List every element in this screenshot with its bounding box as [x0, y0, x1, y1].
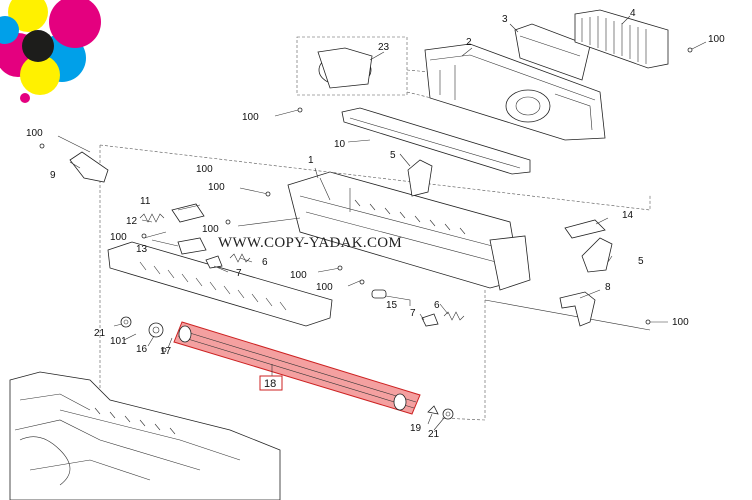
label-14: 14	[622, 210, 634, 221]
label-100-frame-top: 100	[242, 112, 259, 123]
part-18-roller-highlighted[interactable]	[173, 321, 421, 415]
label-17: 17	[160, 346, 172, 357]
screws	[39, 47, 693, 353]
logo-circle-magenta-top	[49, 0, 101, 48]
part-21-washer-left	[120, 316, 132, 328]
label-18-box	[259, 375, 283, 391]
label-3: 3	[502, 14, 508, 25]
label-13: 13	[136, 244, 148, 255]
label-6-left: 6	[262, 257, 268, 268]
label-100-top-right: 100	[708, 34, 725, 45]
part-19-clip	[427, 405, 439, 415]
label-100-center: 100	[290, 270, 307, 281]
part-16-bearing	[148, 322, 164, 338]
label-10: 10	[334, 139, 346, 150]
label-5-upper: 5	[390, 150, 396, 161]
label-23: 23	[378, 42, 390, 53]
part-1-main-frame	[287, 171, 531, 291]
label-11: 11	[140, 196, 151, 207]
part-7-clip-right	[421, 313, 439, 327]
label-100-mid: 100	[208, 182, 225, 193]
part-2-fan-duct	[424, 43, 606, 141]
label-100-mid2: 100	[202, 224, 219, 235]
label-5-right: 5	[638, 256, 644, 267]
part-21-washer-right	[442, 408, 454, 420]
logo-circle-yellow	[20, 55, 60, 95]
part-15-pin	[371, 289, 387, 299]
part-10-bracket	[341, 107, 531, 175]
label-18: 18	[264, 378, 276, 390]
label-2: 2	[466, 37, 472, 48]
brand-logo	[0, 0, 101, 103]
label-100-left: 100	[26, 128, 43, 139]
label-8: 8	[605, 282, 611, 293]
logo-circle-black	[22, 30, 54, 62]
part-7-clip-left	[205, 255, 223, 269]
logo-circle-cyan-left	[0, 16, 19, 44]
part-14-bracket	[564, 219, 606, 239]
label-9: 9	[50, 170, 56, 181]
label-16: 16	[136, 344, 148, 355]
part-5-clip-right	[581, 237, 613, 273]
part-12-spring	[139, 213, 165, 223]
part-11-holder	[171, 203, 205, 223]
part-4-grille	[574, 9, 669, 69]
label-100-center2: 100	[316, 282, 333, 293]
part-8-bracket	[559, 291, 596, 327]
part-5-clip-upper	[407, 159, 433, 197]
lower-rail-assembly	[107, 241, 333, 327]
part-6-spring-right	[443, 311, 465, 321]
label-100-right: 100	[672, 317, 689, 328]
label-7-right: 7	[410, 308, 416, 319]
label-21-right: 21	[428, 429, 440, 440]
label-7-left: 7	[236, 268, 242, 279]
label-100-left2: 100	[110, 232, 127, 243]
part-labels: 1 2 3 4 5 5 6 6 7 7 8 9 10 11 12 13 14 1…	[26, 8, 725, 440]
part-3-filter	[514, 23, 591, 81]
leader-lines	[57, 15, 707, 431]
label-1: 1	[308, 155, 314, 166]
label-15: 15	[386, 300, 398, 311]
label-21-left: 21	[94, 328, 106, 339]
base-machine-outline	[9, 371, 281, 500]
watermark-text: WWW.COPY-YADAK.COM	[218, 235, 402, 251]
part-9-bracket	[69, 151, 109, 183]
label-12: 12	[126, 216, 138, 227]
label-4: 4	[630, 8, 636, 19]
logo-circle-yellow-top	[8, 0, 48, 32]
label-6-right: 6	[434, 300, 440, 311]
logo-dot-magenta	[20, 93, 30, 103]
part-13-holder	[177, 237, 207, 255]
label-19: 19	[410, 423, 422, 434]
part-23-fan-group	[296, 36, 481, 111]
label-101: 101	[110, 336, 127, 347]
label-100-extra: 100	[196, 164, 213, 175]
